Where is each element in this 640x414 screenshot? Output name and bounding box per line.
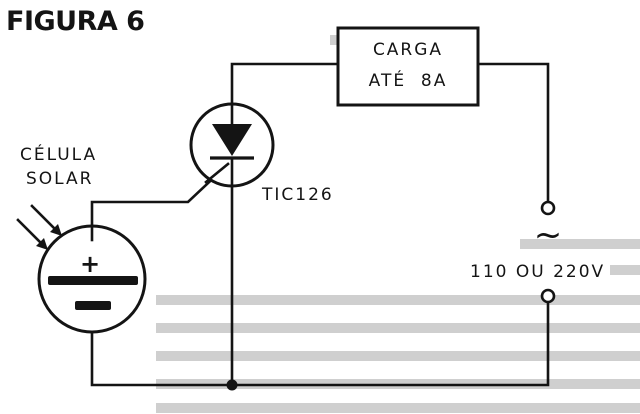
scr-thyristor: TIC126 [189, 102, 334, 205]
ac-source-label: 110 OU 220V [470, 262, 605, 282]
scr-label: TIC126 [261, 185, 334, 205]
figure-title: FIGURA 6 [6, 6, 144, 37]
ac-sine-icon: ~ [534, 215, 563, 255]
load-label-line1: CARGA [373, 40, 443, 60]
solar-cell-label-line2: SOLAR [26, 169, 93, 189]
ac-source: ~ 110 OU 220V [470, 200, 605, 304]
wire-bottom-rail [90, 302, 550, 387]
junction-dot [226, 379, 238, 391]
solar-cell-plus-sign: + [80, 250, 100, 278]
wire-load-to-source [476, 62, 550, 204]
ac-terminal-top [540, 200, 556, 216]
load-box: CARGA ATÉ 8A [336, 26, 480, 107]
solar-cell-label-line1: CÉLULA [20, 143, 97, 165]
solar-cell: + CÉLULA SOLAR [20, 143, 147, 334]
solar-cell-negative-plate [75, 301, 111, 310]
light-arrows-icon [16, 204, 62, 250]
wire-cell-to-gate [90, 168, 224, 242]
load-label-line2: ATÉ 8A [369, 69, 448, 91]
ac-terminal-bottom [540, 288, 556, 304]
solar-cell-positive-plate [48, 276, 138, 285]
circuit-wires [90, 62, 550, 387]
scr-anode-triangle [212, 124, 252, 156]
scr-gate-lead [204, 162, 230, 184]
